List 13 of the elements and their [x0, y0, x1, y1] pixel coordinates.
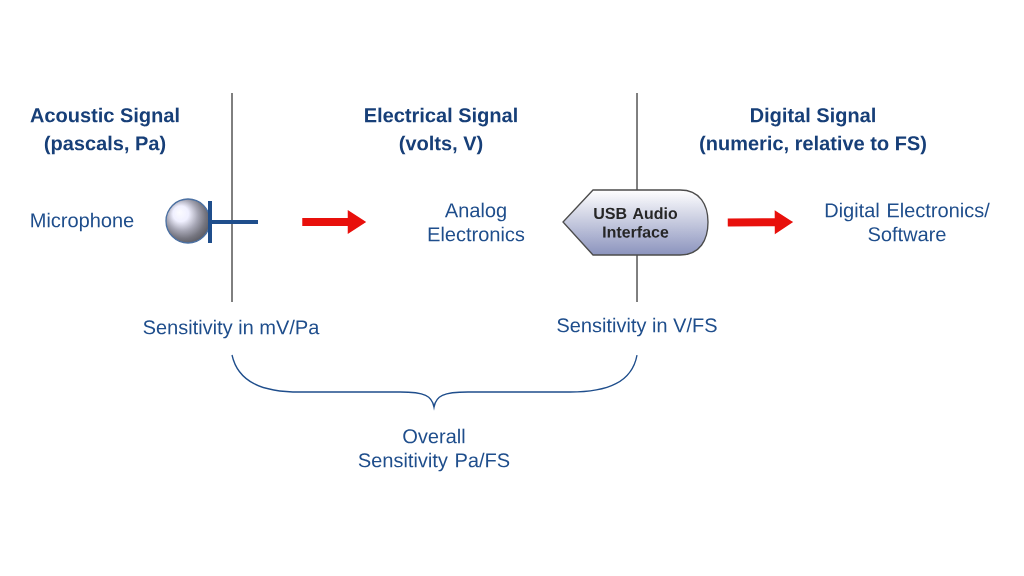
heading: Electrical Signal: [365, 107, 517, 127]
sensitivity-label: Sensitivity in V/FS: [557, 317, 717, 337]
heading: Digital Signal: [751, 107, 875, 127]
microphone-drawing: [165, 198, 258, 244]
node-label: Digital Electronics/ Software: [825, 202, 990, 242]
sensitivity-label: Overall Sensitivity Pa/FS: [358, 428, 510, 472]
subheading: (pascals, Pa): [44, 135, 166, 155]
subheading: (volts, V): [399, 135, 483, 155]
sensitivity-label: Sensitivity in mV/Pa: [143, 319, 320, 339]
node-label: Microphone: [31, 212, 134, 232]
heading: Acoustic Signal: [30, 107, 179, 127]
subheading: (numeric, relative to FS): [700, 135, 926, 155]
node-label: Analog Electronics: [428, 202, 525, 242]
